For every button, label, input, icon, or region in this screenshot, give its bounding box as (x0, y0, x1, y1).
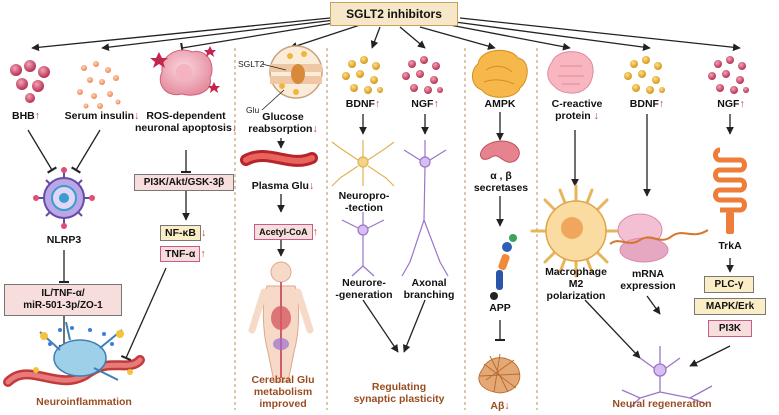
column-dividers (234, 48, 538, 410)
bdnf-molecules-col6 (624, 56, 665, 94)
pi3k-akt-gsk-box: PI3K/Akt/GSK-3β (134, 174, 234, 191)
macrophage-m2-label: Macrophage M2 polarization (545, 266, 607, 302)
ros-cell-icon (150, 46, 220, 96)
pathway-box-il-tnf: IL/TNF-α/ miR-501-3p/ZO-1 (4, 284, 122, 316)
neuron-icon-axonal (401, 140, 449, 277)
nlrp3-label: NLRP3 (46, 234, 82, 246)
title-box: SGLT2 inhibitors (330, 2, 458, 26)
synaptic-plasticity-outcome: Regulating synaptic plasticity (353, 381, 445, 405)
neuroinflammation-outcome: Neuroinflammation (36, 396, 132, 408)
pi3k-box: PI3K (708, 320, 752, 337)
ribosome-mrna-icon (609, 213, 709, 263)
sglt2-transporter-icon (261, 45, 323, 111)
bhb-label: BHB↑ (12, 110, 40, 122)
nlrp3-inflammasome-icon (33, 167, 95, 229)
bdnf-label-col4: BDNF↑ (345, 98, 381, 110)
amyloid-tangle-icon (478, 353, 521, 394)
macrophage-icon (530, 184, 622, 278)
neuron-icon-bdnf (331, 140, 395, 187)
blood-vessel-icon (240, 150, 318, 167)
trka-label: TrkA (718, 240, 742, 252)
cerebral-glu-outcome: Cerebral Glu metabolism improved (251, 374, 315, 410)
inhibit-to-nlrp3 (27, 129, 101, 174)
plc-gamma-box: PLC-γ (704, 276, 754, 293)
neuron-icon-regeneration (341, 212, 385, 277)
secretase-enzyme-icon (479, 140, 520, 163)
mapk-erk-box: MAPK/Erk (694, 298, 766, 315)
tnf-box: TNF-α (160, 246, 201, 262)
insulin-molecules (77, 61, 121, 109)
neuroregeneration-label: Neurore- -generation (335, 277, 393, 301)
neuroinflammation-illustration (3, 321, 145, 387)
glu-label: Glu (246, 105, 260, 115)
col6-arrows (571, 114, 734, 367)
title: SGLT2 inhibitors (346, 7, 442, 21)
human-body-icon (248, 261, 314, 383)
ampk-label: AMPK (484, 98, 516, 110)
col4-arrows (359, 114, 429, 353)
bdnf-label-col6: BDNF↑ (629, 98, 665, 110)
secretases-label: α , β secretases (473, 170, 529, 194)
ros-apoptosis-label: ROS-dependent neuronal apoptosis↓ (134, 110, 238, 134)
app-label: APP (489, 302, 511, 314)
col2-arrows (120, 150, 192, 362)
ngf-label-col6: NGF↑ (717, 98, 745, 110)
plasma-glu-label: Plasma Glu↓ (251, 180, 315, 192)
mrna-expression-label: mRNA expression (620, 268, 676, 292)
ngf-label-col4: NGF↑ (411, 98, 439, 110)
acetyl-coa-row: Acetyl-CoA↑ (246, 224, 326, 240)
sglt2-label: SGLT2 (238, 59, 265, 69)
acetyl-coa-box: Acetyl-CoA (254, 224, 313, 240)
tnf-row: TNF-α↑ (160, 246, 230, 262)
trka-receptor-icon (713, 147, 747, 234)
axonal-branching-label: Axonal branching (403, 277, 455, 301)
nfkb-box: NF-κB (160, 225, 201, 241)
fanout-arrows (31, 17, 741, 54)
ampk-protein-icon (472, 49, 528, 98)
neuroprotection-label: Neuropro- -tection (338, 190, 390, 214)
app-protein-icon (490, 234, 517, 300)
bdnf-molecules (342, 56, 383, 94)
bhb-molecules (10, 60, 50, 103)
ngf-molecules-col6 (708, 56, 749, 94)
nfkb-row: NF-κB↓ (160, 225, 230, 241)
abeta-outcome: Aβ↓ (490, 400, 510, 412)
ngf-molecules-col4 (402, 56, 443, 94)
serum-insulin-label: Serum insulin↓ (64, 110, 140, 122)
regenerating-neuron-icon (621, 346, 713, 409)
glucose-reabsorption-label: Glucose reabsorption↓ (248, 111, 318, 135)
crp-protein-icon (547, 51, 594, 94)
neural-regeneration-outcome: Neural regeneration (612, 398, 712, 410)
crp-label: C-reactive protein ↓ (551, 98, 603, 122)
